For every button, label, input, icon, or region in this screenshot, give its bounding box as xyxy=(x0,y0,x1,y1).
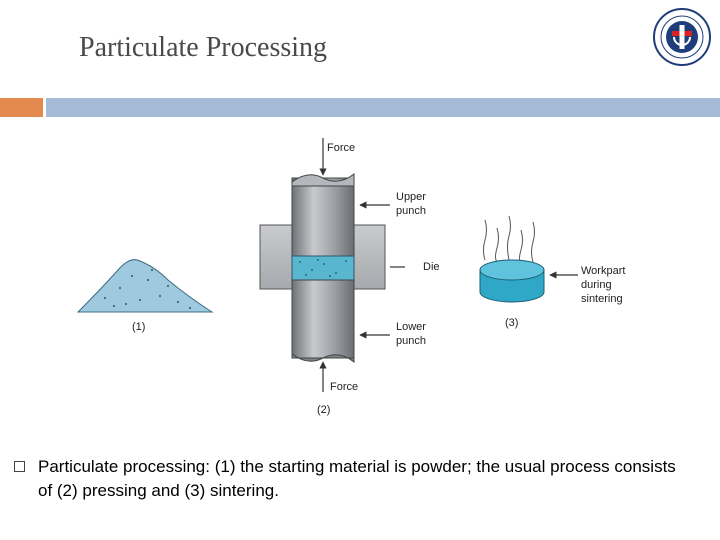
lower-punch xyxy=(291,279,355,364)
upper-punch xyxy=(291,172,355,257)
label-upper-punch-2: punch xyxy=(396,205,426,217)
label-die: Die xyxy=(423,261,440,273)
label-step2: (2) xyxy=(317,404,330,416)
label-force-bottom: Force xyxy=(330,381,358,393)
label-force-top: Force xyxy=(327,142,355,154)
accent-bar-blue xyxy=(46,98,720,117)
label-lower-punch-1: Lower xyxy=(396,321,426,333)
bullet-square-icon xyxy=(14,461,25,472)
label-workpart-3: sintering xyxy=(581,293,623,305)
label-lower-punch-2: punch xyxy=(396,335,426,347)
label-workpart-1: Workpart xyxy=(581,265,625,277)
label-step3: (3) xyxy=(505,317,518,329)
label-upper-punch-1: Upper xyxy=(396,191,426,203)
powder-compact xyxy=(291,255,355,281)
sintered-workpart xyxy=(479,259,545,303)
label-workpart-2: during xyxy=(581,279,612,291)
university-seal-icon xyxy=(652,7,712,67)
label-step1: (1) xyxy=(132,321,145,333)
slide-title: Particulate Processing xyxy=(79,32,328,63)
process-figure: (1) Force Upper pu xyxy=(60,130,660,430)
accent-bar-orange xyxy=(0,98,43,117)
sintering-heat-lines xyxy=(483,215,535,263)
powder-pile xyxy=(76,259,214,313)
bullet-text: Particulate processing: (1) the starting… xyxy=(38,457,676,500)
